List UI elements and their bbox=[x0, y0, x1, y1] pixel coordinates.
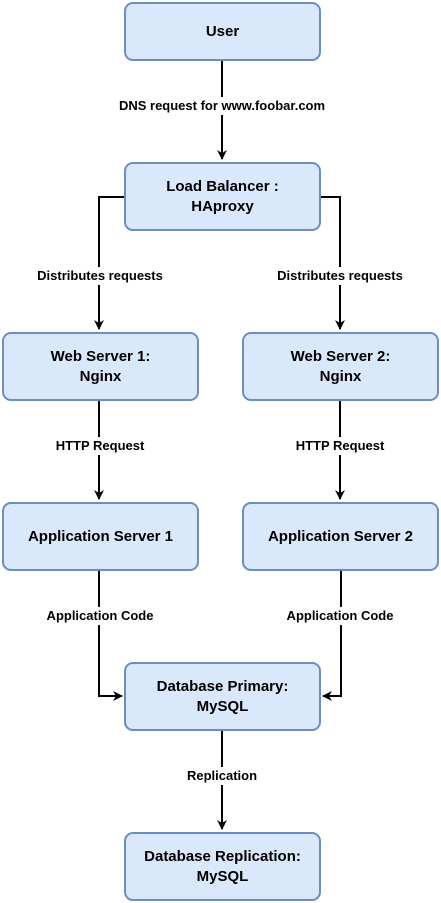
load-balancer-node: Load Balancer : HAproxy bbox=[124, 162, 321, 231]
db-replication-node: Database Replication: MySQL bbox=[124, 832, 321, 901]
app-server-1-node: Application Server 1 bbox=[2, 502, 199, 571]
app-server-2-node: Application Server 2 bbox=[242, 502, 439, 571]
edge-label-distributes-right: Distributes requests bbox=[275, 267, 405, 285]
edge-app-server-2-to-db-primary bbox=[322, 571, 342, 701]
edge-load-balancer-to-web-server-2 bbox=[321, 196, 345, 330]
edge-label-http-left: HTTP Request bbox=[53, 437, 147, 455]
edge-label-distributes-left: Distributes requests bbox=[35, 267, 165, 285]
db-primary-node: Database Primary: MySQL bbox=[124, 662, 321, 731]
edge-label-app-code-left: Application Code bbox=[44, 607, 156, 625]
edge-label-app-code-right: Application Code bbox=[284, 607, 396, 625]
edge-label-dns-request: DNS request for www.foobar.com bbox=[116, 97, 328, 115]
edge-app-server-1-to-db-primary bbox=[98, 571, 123, 701]
web-server-2-node: Web Server 2: Nginx bbox=[242, 332, 439, 401]
edge-load-balancer-to-web-server-1 bbox=[94, 196, 124, 330]
web-server-1-node: Web Server 1: Nginx bbox=[2, 332, 199, 401]
edge-label-http-right: HTTP Request bbox=[293, 437, 387, 455]
user-node: User bbox=[124, 2, 321, 61]
edge-label-replication: Replication bbox=[184, 767, 260, 785]
